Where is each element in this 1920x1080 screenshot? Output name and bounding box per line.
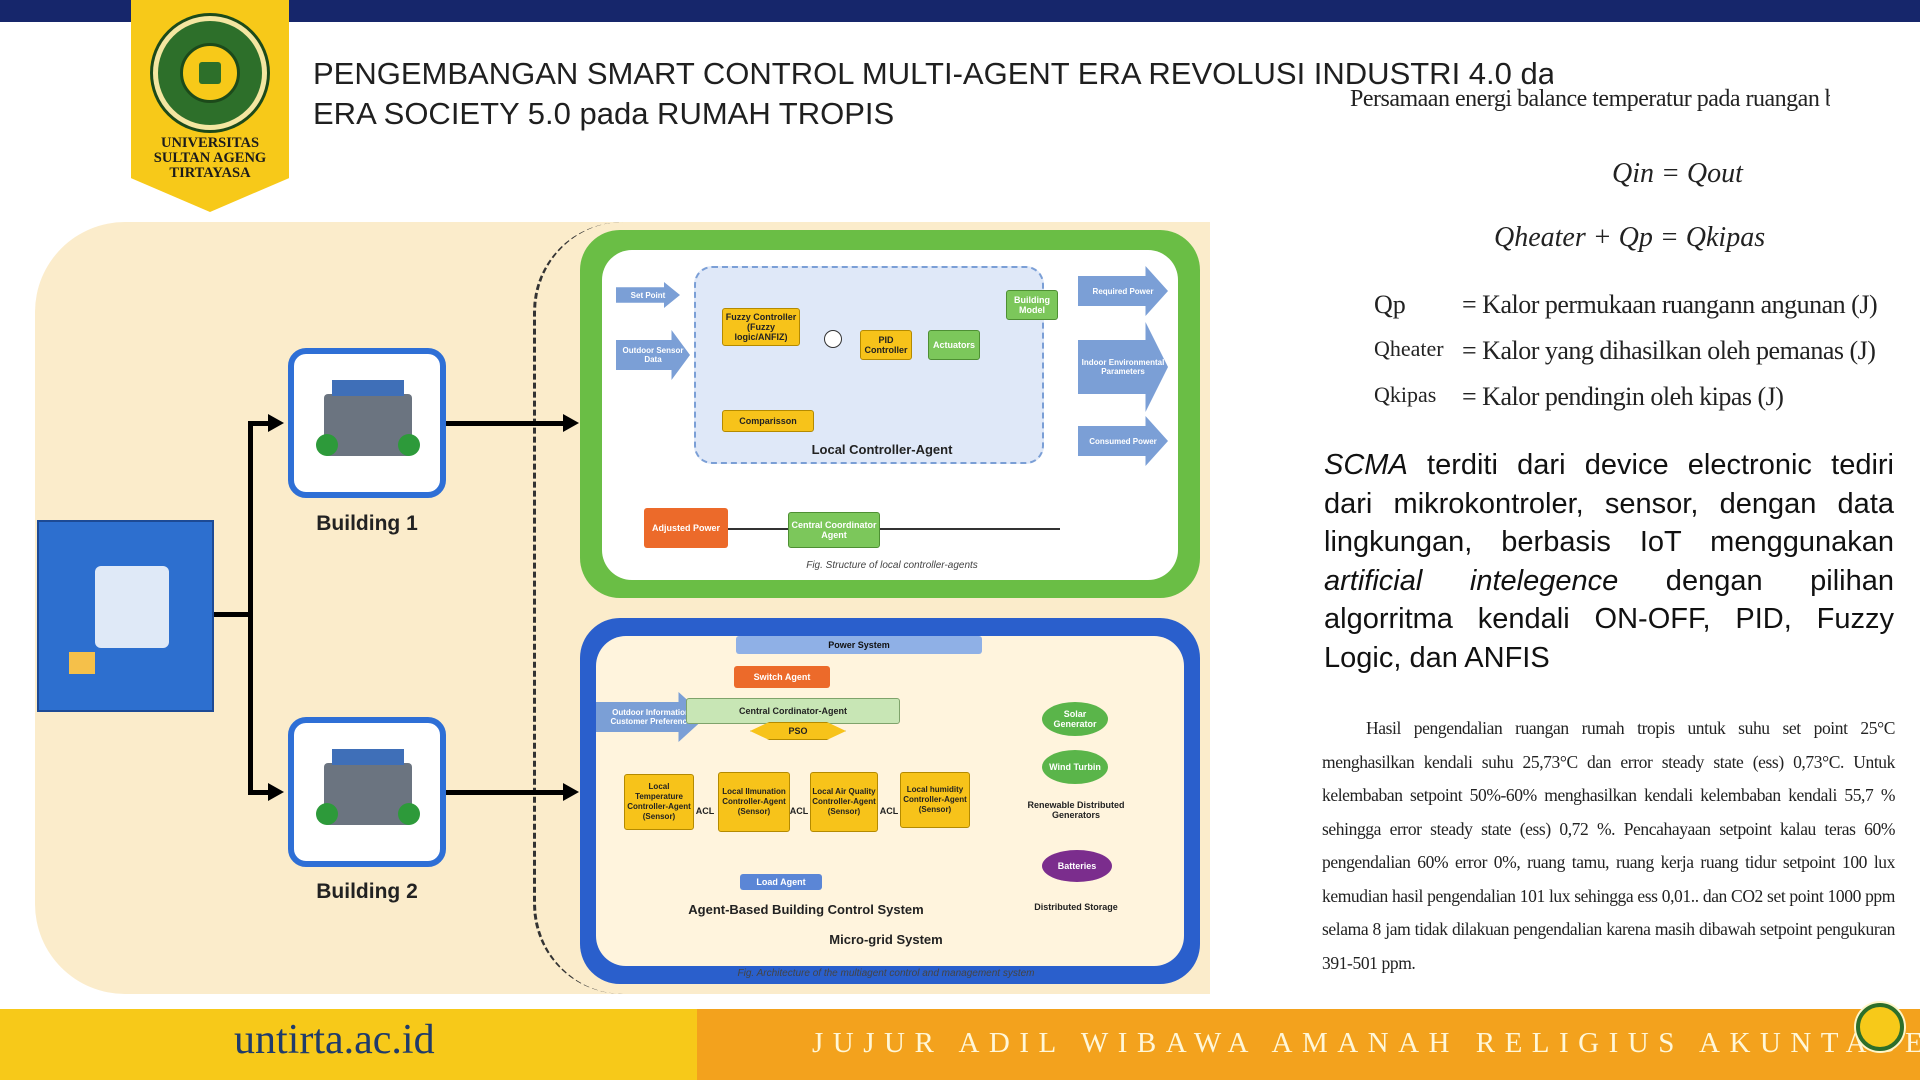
local-temperature-agent-box: Local Temperature Controller-Agent (Sens… [624, 774, 694, 830]
equation-1: Qin = Qout [1612, 158, 1743, 189]
local-humidity-agent-box: Local humidity Controller-Agent (Sensor) [900, 772, 970, 828]
set-point-arrow: Set Point [616, 282, 680, 308]
solar-generator-icon: Solar Generator [1042, 702, 1108, 736]
local-controller-agent-label: Local Controller-Agent [811, 442, 953, 457]
multiagent-panel: Power System Switch Agent Outdoor Inform… [580, 618, 1200, 984]
power-system-box: Power System [736, 636, 982, 654]
batteries-icon: Batteries [1042, 850, 1112, 882]
required-power-arrow: Required Power [1078, 266, 1168, 316]
monitor-icon [95, 566, 169, 648]
pid-controller-box: PID Controller [860, 330, 912, 360]
title-line-2: ERA SOCIETY 5.0 pada RUMAH TROPIS [313, 96, 895, 131]
scma-ai-term: artificial intelegence [1324, 564, 1619, 597]
acl-label: ACL [879, 806, 899, 816]
footer-motto: JUJUR ADIL WIBAWA AMANAH RELIGIUS AKUNTA… [812, 1027, 1920, 1059]
definition-symbol: Qkipas [1374, 382, 1437, 407]
figure-caption: Fig. Architecture of the multiagent cont… [737, 968, 1035, 979]
scma-text-2: dengan pilihan algorritma kendali ON-OFF… [1324, 564, 1895, 674]
building-model-box: Building Model [1006, 290, 1058, 320]
summing-junction [824, 330, 842, 348]
arrow-icon [563, 414, 579, 432]
university-mini-logo-icon [1856, 1003, 1904, 1051]
outdoor-sensor-arrow: Outdoor Sensor Data [616, 330, 690, 380]
definition-text: = Kalor pendingin oleh kipas (J) [1462, 382, 1784, 411]
feedback-line [728, 528, 788, 530]
indoor-parameters-arrow: Indoor Environmental Parameters [1078, 322, 1168, 412]
local-controller-panel: Set Point Outdoor Sensor Data Fuzzy Cont… [580, 230, 1200, 598]
tree-icon [316, 803, 338, 825]
microgrid-label: Micro-grid System [829, 932, 943, 947]
actuators-box: Actuators [928, 330, 980, 360]
top-bar [0, 0, 1920, 22]
central-coordinator-agent-box: Central Cordinator-Agent [686, 698, 900, 724]
local-controller-diagram: Set Point Outdoor Sensor Data Fuzzy Cont… [602, 250, 1178, 580]
footer-right-band [697, 1009, 1920, 1080]
scma-term: SCMA [1324, 449, 1408, 481]
definition-text: = Kalor yang dihasilkan oleh pemanas (J) [1462, 336, 1876, 365]
building-icon [324, 749, 412, 825]
fuzzy-controller-box: Fuzzy Controller (Fuzzy logic/ANFIZ) [722, 308, 800, 346]
definition-text: = Kalor permukaan ruangann angunan (J) [1462, 290, 1878, 319]
central-coordinator-box: Central Coordinator Agent [788, 512, 880, 548]
load-agent-box: Load Agent [740, 874, 822, 890]
local-illumination-agent-box: Local Ilmunation Controller-Agent (Senso… [718, 772, 790, 832]
figure-dashed-border [533, 222, 1210, 994]
title-line-1: PENGEMBANGAN SMART CONTROL MULTI-AGENT E… [313, 56, 1553, 91]
renewable-generators-label: Renewable Distributed Generators [1027, 800, 1125, 820]
figure-caption: Fig. Structure of local controller-agent… [806, 560, 978, 571]
results-paragraph: Hasil pengendalian ruangan rumah tropis … [1322, 718, 1895, 973]
switch-agent-box: Switch Agent [734, 666, 830, 688]
equation-2: Qheater + Qp = Qkipas [1494, 222, 1766, 253]
connector [248, 421, 270, 426]
multiagent-diagram: Power System Switch Agent Outdoor Inform… [596, 636, 1184, 979]
wind-turbin-icon: Wind Turbin [1042, 750, 1108, 784]
comparisson-box: Comparisson [722, 410, 814, 432]
slide-title: PENGEMBANGAN SMART CONTROL MULTI-AGENT E… [313, 52, 1553, 136]
building-icon [324, 380, 412, 456]
definition-symbol: Qp [1374, 290, 1406, 319]
building-2-card [288, 717, 446, 867]
building-1-label: Building 1 [316, 512, 418, 535]
distributed-storage-label: Distributed Storage [1034, 902, 1118, 912]
agent-based-control-label: Agent-Based Building Control System [688, 902, 924, 917]
definition-symbol: Qheater [1374, 336, 1444, 361]
connector [446, 421, 564, 426]
tree-icon [398, 803, 420, 825]
cloud-computer-image [37, 520, 214, 712]
connector [446, 790, 564, 795]
connector [214, 612, 250, 617]
scma-description: SCMA terditi dari device electronic tedi… [1324, 446, 1894, 677]
equation-intro: Persamaan energi balance temperatur pada… [1350, 86, 1830, 112]
acl-label: ACL [789, 806, 809, 816]
building-2-label: Building 2 [316, 880, 418, 903]
local-air-quality-agent-box: Local Air Quality Controller-Agent (Sens… [810, 772, 878, 832]
connector [248, 790, 270, 795]
building-1-card [288, 348, 446, 498]
pso-box: PSO [750, 722, 846, 740]
feedback-line [880, 528, 1060, 530]
local-controller-area [694, 266, 1044, 464]
footer-left-band [0, 1009, 697, 1080]
tree-icon [398, 434, 420, 456]
arrow-icon [268, 783, 284, 801]
scma-text-1: terditi dari device electronic tediri da… [1324, 449, 1894, 558]
footer-site-link[interactable]: untirta.ac.id [234, 1017, 435, 1063]
arrow-icon [563, 783, 579, 801]
arrow-icon [268, 414, 284, 432]
connector [248, 421, 253, 794]
university-name: UNIVERSITAS SULTAN AGENG TIRTAYASA [153, 135, 267, 181]
consumed-power-arrow: Consumed Power [1078, 416, 1168, 466]
university-seal-icon [153, 16, 267, 130]
adjusted-power-box: Adjusted Power [644, 508, 728, 548]
folder-icon [69, 652, 95, 674]
tree-icon [316, 434, 338, 456]
acl-label: ACL [695, 806, 715, 816]
